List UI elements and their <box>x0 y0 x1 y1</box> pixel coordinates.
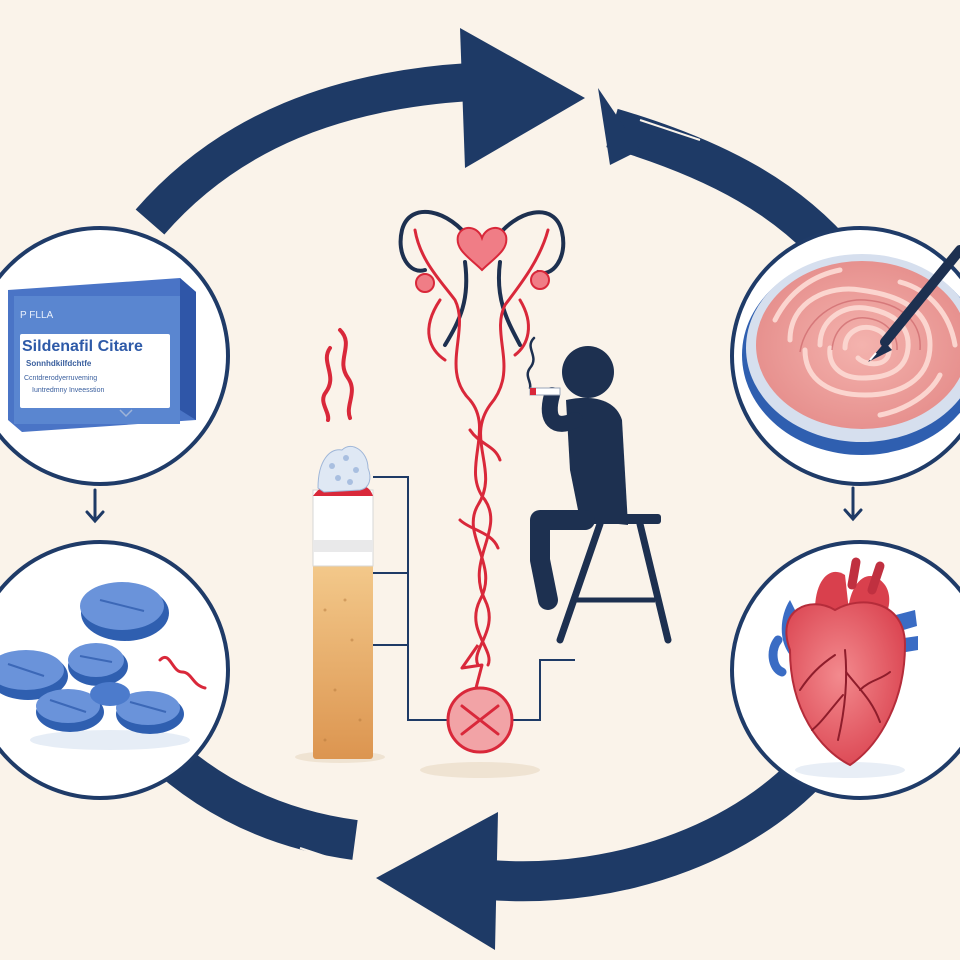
flow-connector-lines <box>373 476 575 721</box>
down-arrow-right-icon <box>843 486 863 522</box>
damaged-tissue-icon <box>742 254 960 455</box>
box-line-1: Sonnhdkilfdchtfe <box>26 359 92 368</box>
blood-vessel-icon <box>398 210 566 702</box>
cycle-arrow-top-icon <box>135 28 585 235</box>
sildenafil-box-icon: P FLLA Sildenafil Citare Sonnhdkilfdchtf… <box>8 278 196 432</box>
cigarette-icon <box>295 328 385 763</box>
tissue-circle <box>730 226 960 486</box>
cycle-arrow-top-right-icon <box>598 88 856 273</box>
blue-pills-icon <box>0 582 190 750</box>
sildenafil-circle: P FLLA Sildenafil Citare Sonnhdkilfdchtf… <box>0 226 230 486</box>
smoking-person-icon <box>526 336 672 644</box>
box-line-3: Iuntredmny Inveesstion <box>32 387 104 394</box>
box-line-2: Ccntdrerodyerruveming <box>24 375 97 382</box>
heart-small-icon <box>456 227 508 272</box>
scalpel-icon <box>868 245 960 362</box>
heart-circle <box>730 540 960 800</box>
box-drug-name: Sildenafil Citare <box>22 338 143 355</box>
down-arrow-left-icon <box>85 488 105 524</box>
pills-circle <box>0 540 230 800</box>
heart-icon <box>768 557 918 778</box>
squiggle-icon <box>158 656 207 690</box>
blocked-flow-icon <box>420 686 540 778</box>
box-brand: P FLLA <box>20 310 53 321</box>
